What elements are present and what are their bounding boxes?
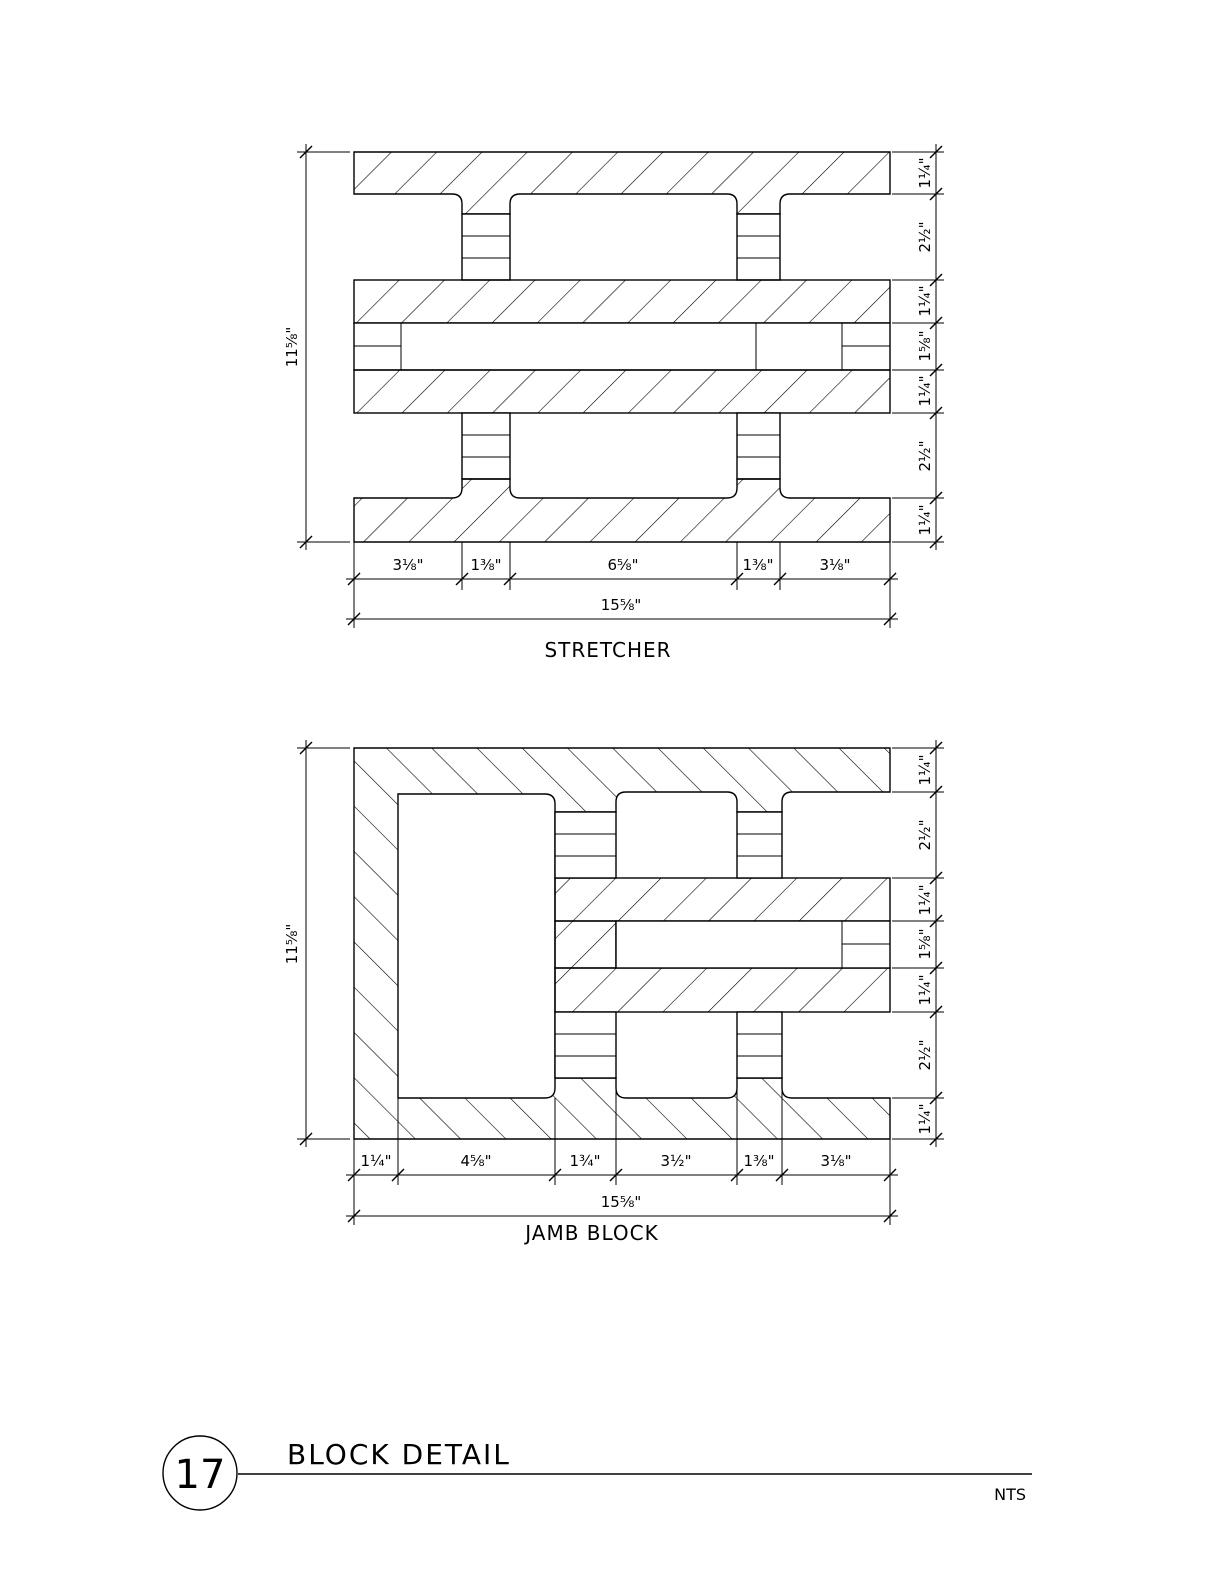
stretcher-height-dimension-chain: 1¼" 2½" 1¼" 1⅝" 1¼" 2½" 1¼" [892,144,944,550]
jamb-height-7: 1¼" [916,1104,934,1135]
stretcher-height-3: 1¼" [916,286,934,317]
stretcher-top-webs [461,213,781,281]
detail-number: 17 [175,1452,226,1498]
jamb-height-5: 1¼" [916,975,934,1006]
jamb-mid-lower-shell [554,967,891,1013]
jamb-width-2: 4⅝" [461,1152,492,1170]
stretcher-height-7: 1¼" [916,505,934,536]
jamb-insulation-core [615,920,891,969]
jamb-overall-height-dimension: 11⅝" [283,740,350,1147]
jamb-spine [554,920,617,969]
jamb-width-5: 1⅜" [744,1152,775,1170]
jamb-height-2: 2½" [916,820,934,851]
jamb-extension-lines [353,1078,891,1225]
jamb-width-3: 1¾" [570,1152,601,1170]
title-block: 17 BLOCK DETAIL NTS [162,1435,1032,1511]
stretcher-mid-upper-shell [353,279,891,324]
stretcher-bottom-webs [461,412,781,480]
stretcher-overall-width: 15⅝" [601,596,642,614]
stretcher-label: STRETCHER [544,638,671,662]
stretcher-height-4: 1⅝" [916,331,934,362]
stretcher-drawing: 3⅛" 1⅜" 6⅝" 1⅜" 3⅛" 15⅝" 11⅝" [283,144,944,662]
stretcher-width-5: 3⅛" [820,556,851,574]
stretcher-width-4: 1⅜" [743,556,774,574]
jamb-overall-width-dimension: 15⅝" [346,1193,898,1223]
scale-note: NTS [994,1485,1026,1504]
jamb-bottom-webs [554,1011,783,1079]
stretcher-top-face-shell [353,151,891,215]
detail-number-circle [162,1435,238,1511]
stretcher-height-2: 2½" [916,222,934,253]
detail-title: BLOCK DETAIL [287,1438,511,1471]
stretcher-width-2: 1⅜" [471,556,502,574]
stretcher-height-6: 2½" [916,441,934,472]
jamb-mid-upper-shell [554,877,891,922]
jamb-overall-width: 15⅝" [601,1193,642,1211]
stretcher-height-5: 1¼" [916,376,934,407]
jamb-block-drawing: 1¼" 4⅝" 1¾" 3½" 1⅜" 3⅛" 15⅝" 11⅝" [283,740,944,1245]
jamb-width-6: 3⅛" [821,1152,852,1170]
stretcher-insulation-core [353,322,891,371]
stretcher-bottom-face-shell [353,478,891,543]
jamb-overall-height: 11⅝" [283,924,301,965]
jamb-height-dimension-chain: 1¼" 2½" 1¼" 1⅝" 1¼" 2½" 1¼" [892,740,944,1147]
stretcher-overall-height-dimension: 11⅝" [283,144,350,550]
stretcher-mid-lower-shell [353,369,891,414]
jamb-height-4: 1⅝" [916,929,934,960]
jamb-width-1: 1¼" [361,1152,392,1170]
stretcher-width-dimension-row: 3⅛" 1⅜" 6⅝" 1⅜" 3⅛" [346,556,898,586]
jamb-block-label: JAMB BLOCK [523,1221,659,1245]
stretcher-height-1: 1¼" [916,158,934,189]
jamb-top-webs [554,811,783,879]
jamb-height-1: 1¼" [916,755,934,786]
stretcher-width-1: 3⅛" [393,556,424,574]
stretcher-width-3: 6⅝" [608,556,639,574]
jamb-width-dimension-row: 1¼" 4⅝" 1¾" 3½" 1⅜" 3⅛" [346,1152,898,1182]
jamb-height-3: 1¼" [916,885,934,916]
jamb-width-4: 3½" [661,1152,692,1170]
jamb-height-6: 2½" [916,1040,934,1071]
stretcher-overall-width-dimension: 15⅝" [346,596,898,626]
stretcher-overall-height: 11⅝" [283,327,301,368]
stretcher-extension-lines [353,542,891,628]
